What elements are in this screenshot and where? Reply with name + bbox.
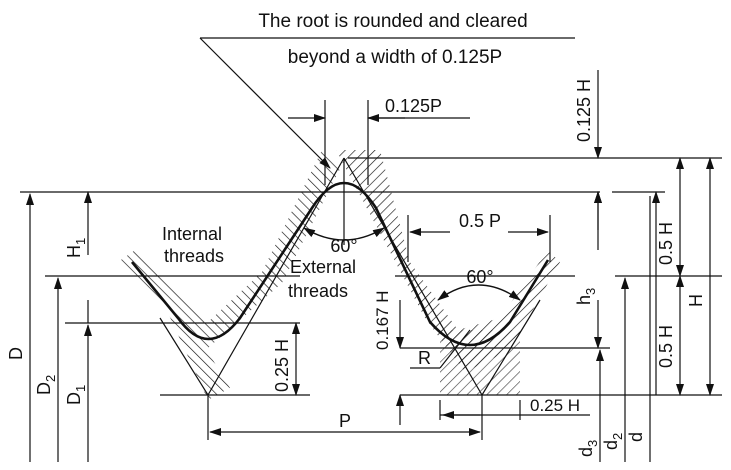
label-h3: h3 [574,288,598,305]
dim-0125p [288,100,470,185]
annotation-line-2: beyond a width of 0.125P [288,47,502,68]
dim-left-series [26,191,92,462]
thread-profile [130,181,550,347]
label-angle-right: 60° [466,267,493,287]
label-05h-bot: 0.5 H [656,325,676,368]
angle-arcs [303,227,521,301]
label-025h-left: 0.25 H [272,339,292,392]
label-d: d [626,432,646,442]
radius-leader [410,329,471,369]
label-H1: H1 [64,238,88,258]
dim-p [207,395,483,440]
label-external-1: External [290,257,356,277]
label-0125p: 0.125P [385,96,442,116]
root-annotation-leader [199,37,575,169]
label-D1: D1 [64,385,88,405]
label-d3: d3 [576,440,600,457]
label-p: P [339,411,351,431]
label-internal-2: threads [164,246,224,266]
dim-d-series [596,196,651,462]
label-D: D [6,347,26,360]
dim-025h-right [439,400,590,420]
label-025h-right: 0.25 H [530,396,580,415]
label-05h-top: 0.5 H [656,222,676,265]
external-thread-hatching [336,150,560,395]
label-0125h: 0.125 H [574,79,594,142]
dim-05p [407,215,551,262]
label-angle-top: 60° [330,236,357,256]
label-D2: D2 [34,375,58,395]
dim-right-stack [652,157,714,396]
label-05p: 0.5 P [459,211,501,231]
label-internal-1: Internal [162,224,222,244]
internal-thread-hatching [118,150,342,400]
label-external-2: threads [288,281,348,301]
annotation-line-1: The root is rounded and cleared [258,11,527,32]
label-r: R [418,348,431,368]
label-d2: d2 [601,433,625,450]
label-0167h: 0.167 H [373,290,392,350]
label-h: H [686,294,706,307]
